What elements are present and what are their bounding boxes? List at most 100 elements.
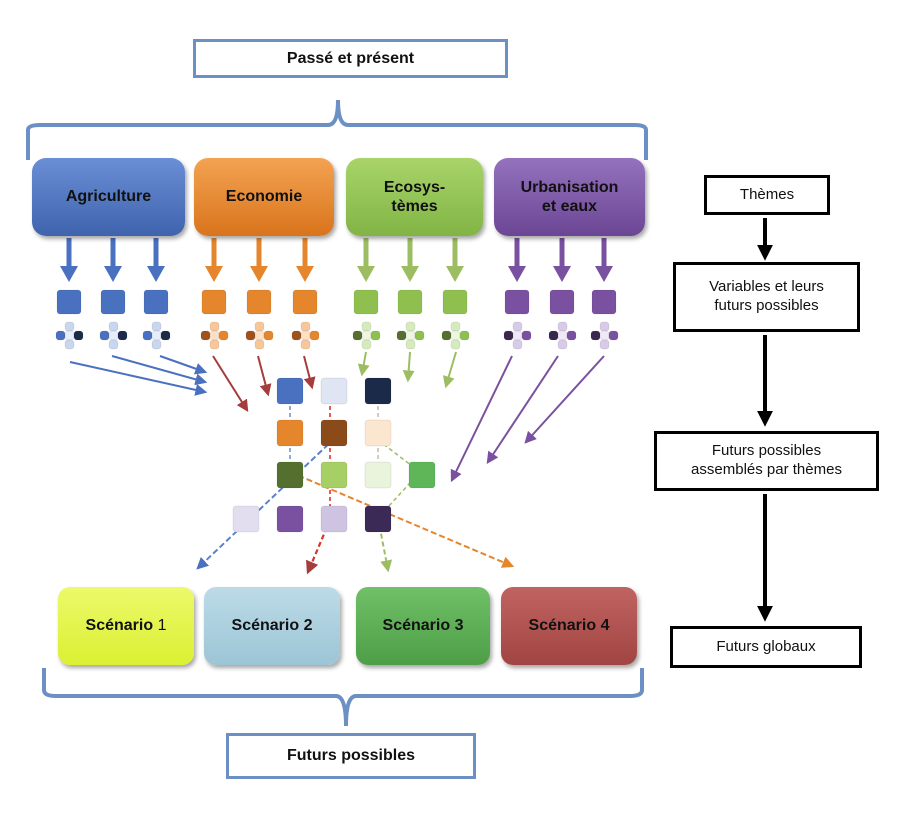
flow-step-assembled: Futurs possibles assemblés par thèmes xyxy=(654,431,879,491)
option-square xyxy=(361,321,372,332)
option-square xyxy=(99,330,110,341)
theme-label: Urbanisation et eaux xyxy=(520,178,619,215)
flow-step-variables: Variables et leurs futurs possibles xyxy=(673,262,860,332)
option-square xyxy=(300,339,311,350)
theme-economie: Economie xyxy=(194,158,334,236)
converge-arrow xyxy=(69,361,208,396)
converge-arrow xyxy=(212,355,249,413)
scenario-name: Scénario xyxy=(382,617,451,634)
option-square xyxy=(599,330,610,341)
option-square xyxy=(450,339,461,350)
option-square xyxy=(396,330,407,341)
top-brace xyxy=(26,99,648,160)
option-square xyxy=(441,330,452,341)
header-title: Passé et présent xyxy=(286,49,415,67)
assembled-square xyxy=(408,461,436,489)
flow-step-label: Futurs possibles assemblés par thèmes xyxy=(691,442,842,478)
theme-arrow-head xyxy=(553,266,571,282)
option-square xyxy=(309,330,320,341)
option-square xyxy=(55,330,66,341)
assembled-square xyxy=(364,377,392,405)
variable-square xyxy=(549,289,575,315)
scenario-4: Scénario 4 xyxy=(501,587,637,665)
option-square xyxy=(64,321,75,332)
variable-square xyxy=(56,289,82,315)
theme-arrow-head xyxy=(147,266,165,282)
theme-urbanisation: Urbanisation et eaux xyxy=(494,158,645,236)
header-box: Passé et présent xyxy=(193,39,508,78)
assembled-square xyxy=(364,461,392,489)
theme-ecosystemes: Ecosys- tèmes xyxy=(346,158,483,236)
option-square xyxy=(209,330,220,341)
option-square xyxy=(142,330,153,341)
option-square xyxy=(254,339,265,350)
option-square xyxy=(352,330,363,341)
footer-title: Futurs possibles xyxy=(286,747,416,764)
theme-arrow-head xyxy=(205,266,223,282)
option-square xyxy=(599,339,610,350)
theme-label: Ecosys- tèmes xyxy=(383,178,446,215)
theme-arrow-head xyxy=(595,266,613,282)
option-square xyxy=(263,330,274,341)
assembled-square xyxy=(364,419,392,447)
converge-arrow xyxy=(486,355,559,465)
option-square xyxy=(512,339,523,350)
assembled-square xyxy=(276,419,304,447)
assembled-square xyxy=(276,377,304,405)
converge-arrow xyxy=(524,355,605,444)
converge-arrow xyxy=(111,355,208,386)
option-square xyxy=(151,330,162,341)
option-square xyxy=(459,330,470,341)
theme-label: Economie xyxy=(225,188,303,206)
assembled-square xyxy=(320,419,348,447)
variable-square xyxy=(143,289,169,315)
theme-arrow-head xyxy=(357,266,375,282)
option-square xyxy=(557,321,568,332)
option-square xyxy=(117,330,128,341)
theme-arrow-head xyxy=(250,266,268,282)
converge-arrow xyxy=(442,351,457,389)
option-square xyxy=(200,330,211,341)
option-square xyxy=(599,321,610,332)
theme-agriculture: Agriculture xyxy=(32,158,185,236)
assembled-square xyxy=(232,505,260,533)
option-square xyxy=(218,330,229,341)
option-square xyxy=(209,339,220,350)
flow-step-label: Thèmes xyxy=(739,185,795,203)
assembled-square xyxy=(320,377,348,405)
converge-arrow xyxy=(357,351,370,377)
theme-arrow-head xyxy=(508,266,526,282)
option-square xyxy=(566,330,577,341)
option-square xyxy=(548,330,559,341)
option-square xyxy=(557,330,568,341)
theme-arrow-head xyxy=(446,266,464,282)
option-square xyxy=(151,339,162,350)
option-square xyxy=(300,330,311,341)
option-square xyxy=(503,330,514,341)
option-square xyxy=(590,330,601,341)
theme-arrow-head xyxy=(104,266,122,282)
scenario-1: Scénario 1 xyxy=(58,587,194,665)
variable-square xyxy=(100,289,126,315)
option-square xyxy=(160,330,171,341)
option-square xyxy=(608,330,619,341)
option-square xyxy=(414,330,425,341)
option-square xyxy=(209,321,220,332)
option-square xyxy=(405,330,416,341)
option-square xyxy=(361,339,372,350)
converge-arrows xyxy=(69,351,605,483)
option-square xyxy=(450,321,461,332)
assembled-square xyxy=(276,461,304,489)
scenario-2: Scénario 2 xyxy=(204,587,340,665)
option-square xyxy=(64,339,75,350)
assembly-grid xyxy=(196,377,515,575)
theme-label: Agriculture xyxy=(65,188,152,206)
variable-square xyxy=(353,289,379,315)
flow-step-label: Futurs globaux xyxy=(716,637,816,655)
option-square xyxy=(254,330,265,341)
scenario-number: 2 xyxy=(303,617,313,634)
option-square xyxy=(254,321,265,332)
option-square xyxy=(405,339,416,350)
option-square xyxy=(450,330,461,341)
option-square xyxy=(512,330,523,341)
